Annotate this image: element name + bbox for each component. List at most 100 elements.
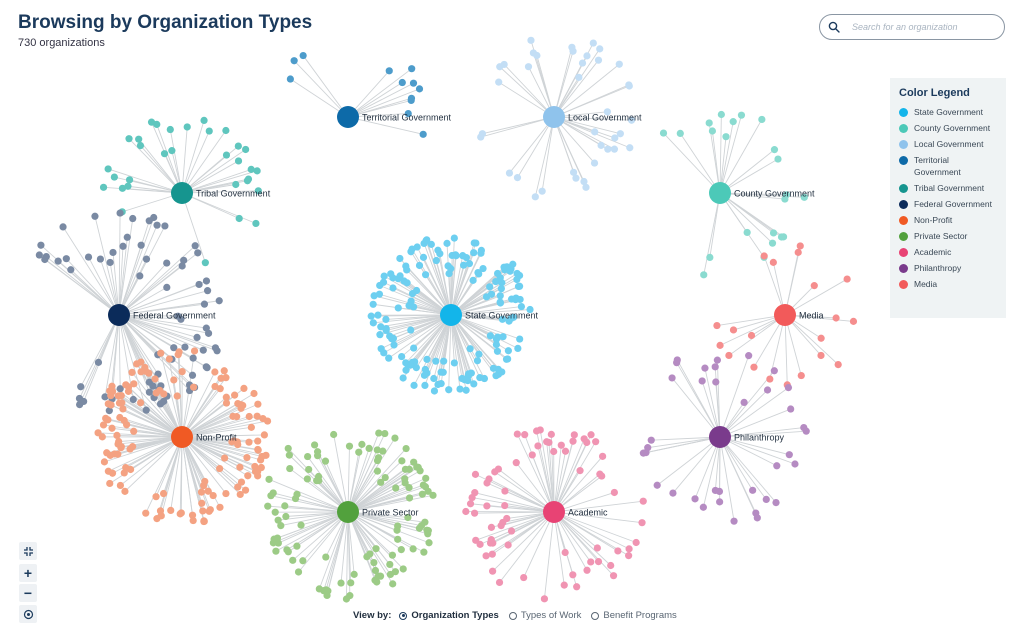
organization-node[interactable]: [407, 94, 416, 102]
organization-node[interactable]: [159, 489, 168, 498]
organization-node[interactable]: [250, 389, 258, 398]
organization-node[interactable]: [797, 371, 805, 380]
organization-node[interactable]: [346, 592, 354, 600]
organization-node[interactable]: [396, 254, 404, 263]
organization-node[interactable]: [421, 518, 429, 526]
organization-node[interactable]: [422, 474, 430, 482]
organization-node[interactable]: [462, 507, 470, 516]
organization-node[interactable]: [234, 142, 242, 150]
organization-node[interactable]: [407, 248, 415, 256]
organization-node[interactable]: [99, 421, 108, 429]
organization-node[interactable]: [560, 581, 568, 589]
organization-node[interactable]: [285, 451, 293, 459]
organization-node[interactable]: [669, 489, 677, 497]
organization-node[interactable]: [125, 176, 134, 184]
organization-node[interactable]: [423, 355, 431, 363]
organization-node[interactable]: [625, 552, 633, 560]
organization-node[interactable]: [477, 249, 485, 257]
organization-node[interactable]: [347, 579, 355, 587]
organization-node[interactable]: [576, 467, 584, 475]
organization-node[interactable]: [124, 182, 132, 190]
organization-node[interactable]: [644, 444, 652, 452]
organization-node[interactable]: [492, 372, 500, 380]
organization-node[interactable]: [713, 321, 721, 330]
organization-node[interactable]: [373, 467, 382, 475]
organization-node[interactable]: [108, 469, 117, 477]
organization-node[interactable]: [135, 135, 143, 143]
organization-node[interactable]: [445, 386, 453, 394]
organization-node[interactable]: [101, 393, 109, 401]
organization-node[interactable]: [419, 481, 427, 489]
organization-node[interactable]: [402, 444, 410, 453]
organization-node[interactable]: [286, 464, 294, 473]
organization-node[interactable]: [773, 462, 781, 470]
organization-node[interactable]: [145, 388, 153, 396]
organization-node[interactable]: [569, 47, 577, 55]
organization-node[interactable]: [389, 284, 397, 292]
organization-node[interactable]: [217, 374, 225, 382]
organization-node[interactable]: [163, 283, 171, 292]
organization-node[interactable]: [102, 414, 110, 422]
organization-node[interactable]: [436, 250, 444, 258]
organization-node[interactable]: [274, 516, 282, 524]
organization-node[interactable]: [796, 242, 804, 250]
organization-node[interactable]: [397, 546, 405, 554]
organization-node[interactable]: [599, 452, 607, 460]
organization-node[interactable]: [105, 407, 113, 415]
organization-node[interactable]: [363, 553, 371, 561]
organization-node[interactable]: [304, 452, 312, 461]
organization-node[interactable]: [96, 255, 105, 263]
org-type-hub-node[interactable]: [337, 501, 359, 523]
recenter-button[interactable]: [19, 605, 37, 623]
organization-node[interactable]: [429, 491, 437, 499]
organization-node[interactable]: [116, 209, 124, 217]
organization-node[interactable]: [777, 233, 786, 241]
organization-node[interactable]: [516, 295, 524, 304]
organization-node[interactable]: [202, 277, 211, 285]
organization-node[interactable]: [587, 558, 595, 566]
organization-node[interactable]: [713, 356, 721, 364]
organization-node[interactable]: [421, 381, 429, 390]
organization-node[interactable]: [769, 258, 777, 266]
view-option-organization-types[interactable]: Organization Types: [399, 610, 499, 621]
organization-node[interactable]: [202, 324, 210, 332]
organization-node[interactable]: [294, 568, 303, 576]
organization-node[interactable]: [203, 287, 212, 295]
organization-node[interactable]: [299, 557, 307, 565]
organization-node[interactable]: [221, 454, 229, 462]
organization-node[interactable]: [166, 125, 174, 134]
organization-node[interactable]: [157, 512, 165, 520]
organization-node[interactable]: [163, 259, 171, 267]
organization-node[interactable]: [580, 435, 588, 443]
organization-node[interactable]: [802, 427, 810, 435]
organization-node[interactable]: [747, 331, 756, 340]
organization-node[interactable]: [516, 282, 524, 290]
organization-node[interactable]: [313, 452, 322, 460]
organization-node[interactable]: [420, 239, 428, 248]
organization-node[interactable]: [471, 470, 480, 478]
organization-node[interactable]: [458, 374, 466, 383]
organization-node[interactable]: [190, 347, 199, 355]
organization-node[interactable]: [407, 297, 415, 305]
organization-node[interactable]: [456, 385, 464, 393]
organization-node[interactable]: [256, 456, 265, 464]
organization-node[interactable]: [381, 429, 389, 438]
organization-node[interactable]: [297, 521, 305, 529]
organization-node[interactable]: [503, 514, 511, 523]
organization-node[interactable]: [232, 180, 240, 189]
organization-node[interactable]: [632, 538, 640, 547]
organization-node[interactable]: [596, 470, 604, 478]
organization-node[interactable]: [241, 486, 250, 494]
organization-node[interactable]: [528, 451, 536, 459]
organization-node[interactable]: [569, 437, 577, 445]
organization-node[interactable]: [109, 248, 117, 257]
organization-node[interactable]: [286, 75, 294, 83]
organization-node[interactable]: [583, 566, 591, 574]
organization-node[interactable]: [415, 261, 424, 270]
organization-node[interactable]: [385, 354, 393, 362]
organization-node[interactable]: [174, 351, 182, 359]
organization-node[interactable]: [593, 544, 601, 552]
organization-node[interactable]: [582, 183, 590, 191]
organization-node[interactable]: [762, 495, 770, 503]
organization-node[interactable]: [108, 424, 116, 432]
